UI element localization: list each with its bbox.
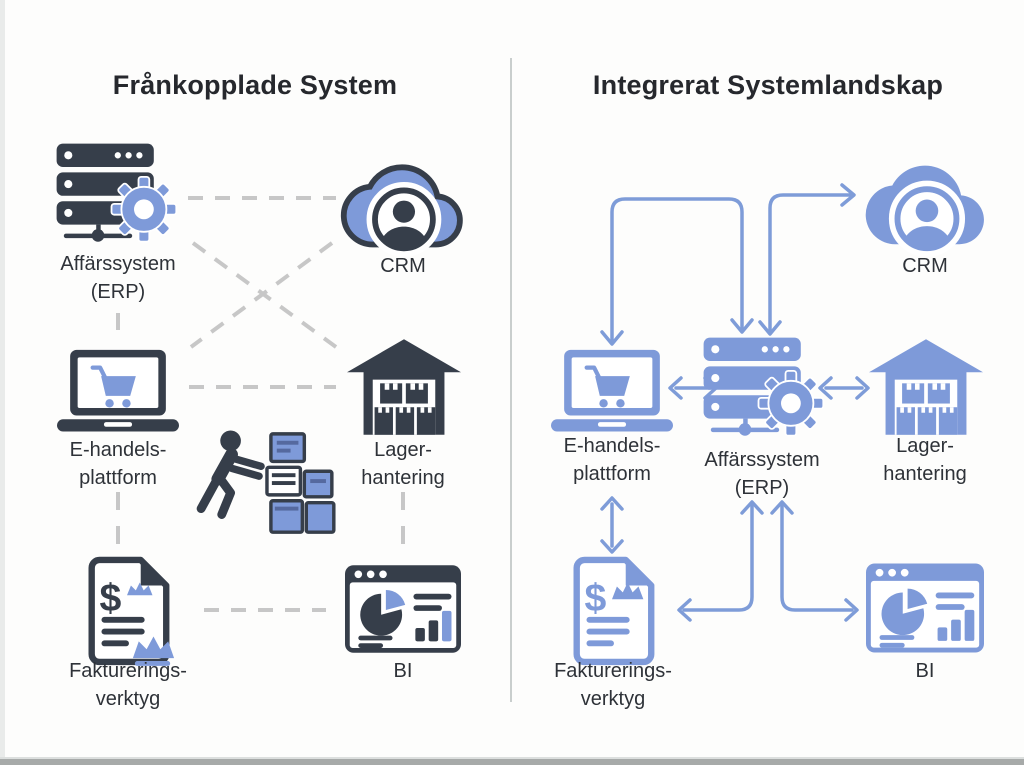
left-panel-title: Frånkopplade System	[112, 70, 398, 100]
invoice-icon: $	[76, 556, 178, 666]
lager-label-left: Lager- hantering	[361, 439, 445, 489]
crm-cloud-icon	[340, 148, 463, 258]
pie-chart-icon	[360, 589, 406, 636]
erp-server-icon	[700, 334, 826, 442]
left-edge-shade	[0, 0, 5, 765]
bar-chart-icon	[415, 610, 452, 642]
boxes	[374, 383, 436, 435]
bi-dashboard-icon	[345, 565, 461, 653]
crm-label-right: CRM	[902, 255, 948, 277]
panel-divider-line	[510, 58, 512, 702]
boxes	[896, 383, 958, 435]
crown-icon	[612, 582, 644, 600]
ecom-label-left: E-handels- plattform	[69, 439, 167, 489]
arrow-erp-bi	[770, 500, 859, 622]
arrow-ecom-fakt	[600, 496, 624, 554]
integration-arrows	[600, 183, 870, 622]
ecom-label-right: E-handels- plattform	[563, 435, 661, 485]
dollar-sign: $	[100, 576, 122, 620]
bi-dashboard-icon	[866, 563, 984, 653]
arrow-erp-crm	[758, 183, 856, 336]
fakt-label-left: Fakturerings- verktyg	[69, 660, 187, 710]
ecommerce-laptop-icon	[57, 348, 179, 438]
bottom-edge-shade	[0, 757, 1024, 765]
ecommerce-laptop-icon	[551, 348, 673, 438]
dashed-link-crm-ecom	[189, 241, 334, 349]
bi-label-right: BI	[915, 660, 935, 682]
gear-icon	[110, 176, 178, 243]
fakt-label-right: Fakturerings- verktyg	[554, 660, 672, 710]
arrow-erp-lager	[818, 376, 870, 400]
erp-label-right: Affärssystem (ERP)	[704, 449, 820, 499]
right-panel-title: Integrerat Systemlandskap	[592, 70, 944, 100]
small-crown-icon	[127, 582, 153, 596]
crown-icon	[132, 636, 175, 666]
warehouse-icon	[869, 336, 983, 438]
pie-chart-icon	[881, 588, 928, 636]
dashed-links	[116, 196, 405, 612]
invoice-icon: $	[561, 556, 663, 666]
shopping-cart-icon	[90, 365, 136, 408]
gear-icon	[757, 370, 825, 437]
stacked-files	[265, 432, 336, 534]
arrow-ecom-erp-top	[600, 197, 754, 346]
lager-label-right: Lager- hantering	[883, 435, 967, 485]
bar-chart-icon	[937, 609, 975, 641]
arrow-erp-fakt	[677, 500, 764, 622]
shopping-cart-icon	[584, 365, 630, 408]
dollar-sign: $	[585, 576, 607, 620]
bi-label-left: BI	[393, 660, 413, 682]
person-icon	[366, 182, 442, 257]
crm-label-left: CRM	[380, 255, 426, 277]
warehouse-icon	[347, 336, 461, 438]
person-carrying-boxes-icon	[194, 428, 336, 544]
crm-cloud-icon	[865, 146, 984, 258]
erp-server-icon	[53, 140, 179, 248]
erp-label-left: Affärssystem (ERP)	[60, 253, 176, 303]
person-icon	[888, 180, 966, 257]
